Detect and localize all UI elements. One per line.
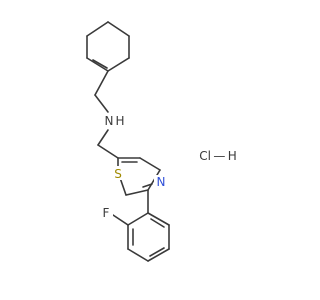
structure-canvas: N H S N F Cl — H (86, 21, 237, 262)
thiazole-double-bond-2 (142, 183, 153, 188)
thiazole-ring (117, 157, 161, 196)
nh-label: N (105, 114, 114, 128)
atom-nh: N H (100, 113, 125, 129)
molecule-drawing: N H S N F Cl — H (86, 21, 237, 262)
phenyl-double-bond-3 (150, 218, 165, 228)
atom-s: S (112, 166, 126, 181)
atom-n-ring: N (154, 175, 168, 189)
n-ring-label: N (157, 175, 166, 189)
fluorophenyl-ring (112, 189, 170, 262)
s-label: S (114, 167, 122, 181)
c-f-bond (112, 214, 129, 226)
cyclohexene-ring (86, 21, 130, 72)
hcl-salt-label: Cl — H (199, 149, 237, 163)
f-label: F (103, 206, 110, 220)
ring-double-bond (92, 59, 108, 69)
atom-f: F (99, 206, 113, 220)
phenyl-double-bond-2 (149, 247, 165, 257)
amine-linker (94, 70, 119, 159)
nh-h-label: H (115, 114, 124, 128)
